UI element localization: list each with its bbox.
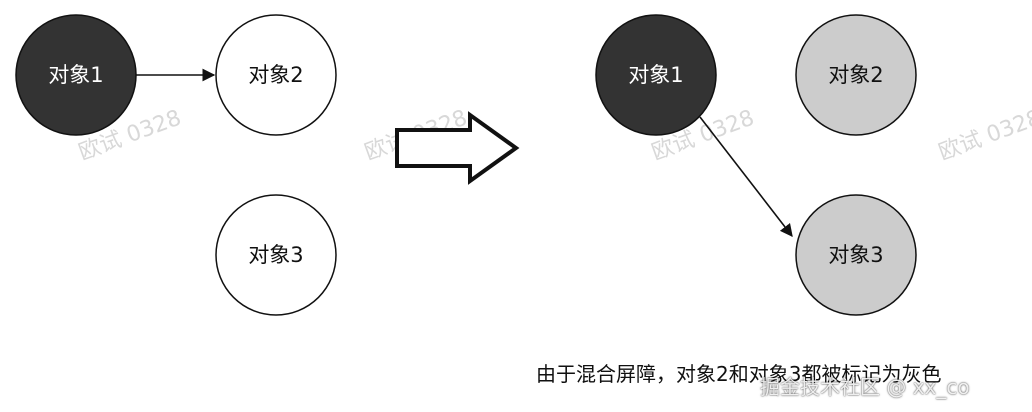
after-node-object3: 对象3 bbox=[795, 194, 917, 316]
node-circle bbox=[795, 194, 917, 316]
node-label: 对象1 bbox=[48, 63, 103, 87]
node-circle bbox=[795, 14, 917, 136]
transition-arrow-icon bbox=[395, 111, 520, 185]
node-label: 对象3 bbox=[248, 243, 303, 267]
after-state-diagram: 对象1 对象2 对象3 bbox=[595, 14, 917, 316]
before-state-diagram: 对象1 对象2 对象3 bbox=[15, 14, 337, 316]
node-circle bbox=[595, 14, 717, 136]
before-node-object1: 对象1 bbox=[15, 14, 137, 136]
before-node-object3: 对象3 bbox=[215, 194, 337, 316]
reference-arrow-obj1-to-obj3 bbox=[699, 116, 793, 238]
before-node-object2: 对象2 bbox=[215, 14, 337, 136]
node-label: 对象1 bbox=[628, 63, 683, 87]
after-node-object1: 对象1 bbox=[595, 14, 717, 136]
diagram-caption: 由于混合屏障，对象2和对象3都被标记为灰色 bbox=[536, 362, 942, 386]
node-label: 对象3 bbox=[828, 243, 883, 267]
watermark-text: 欧试 0328 bbox=[936, 106, 1032, 166]
node-circle bbox=[215, 194, 337, 316]
node-circle bbox=[215, 14, 337, 136]
node-label: 对象2 bbox=[828, 63, 883, 87]
node-label: 对象2 bbox=[248, 63, 303, 87]
source-credit-watermark: 掘金技术社区 @ xx_co bbox=[760, 375, 970, 399]
node-circle bbox=[15, 14, 137, 136]
after-node-object2: 对象2 bbox=[795, 14, 917, 136]
